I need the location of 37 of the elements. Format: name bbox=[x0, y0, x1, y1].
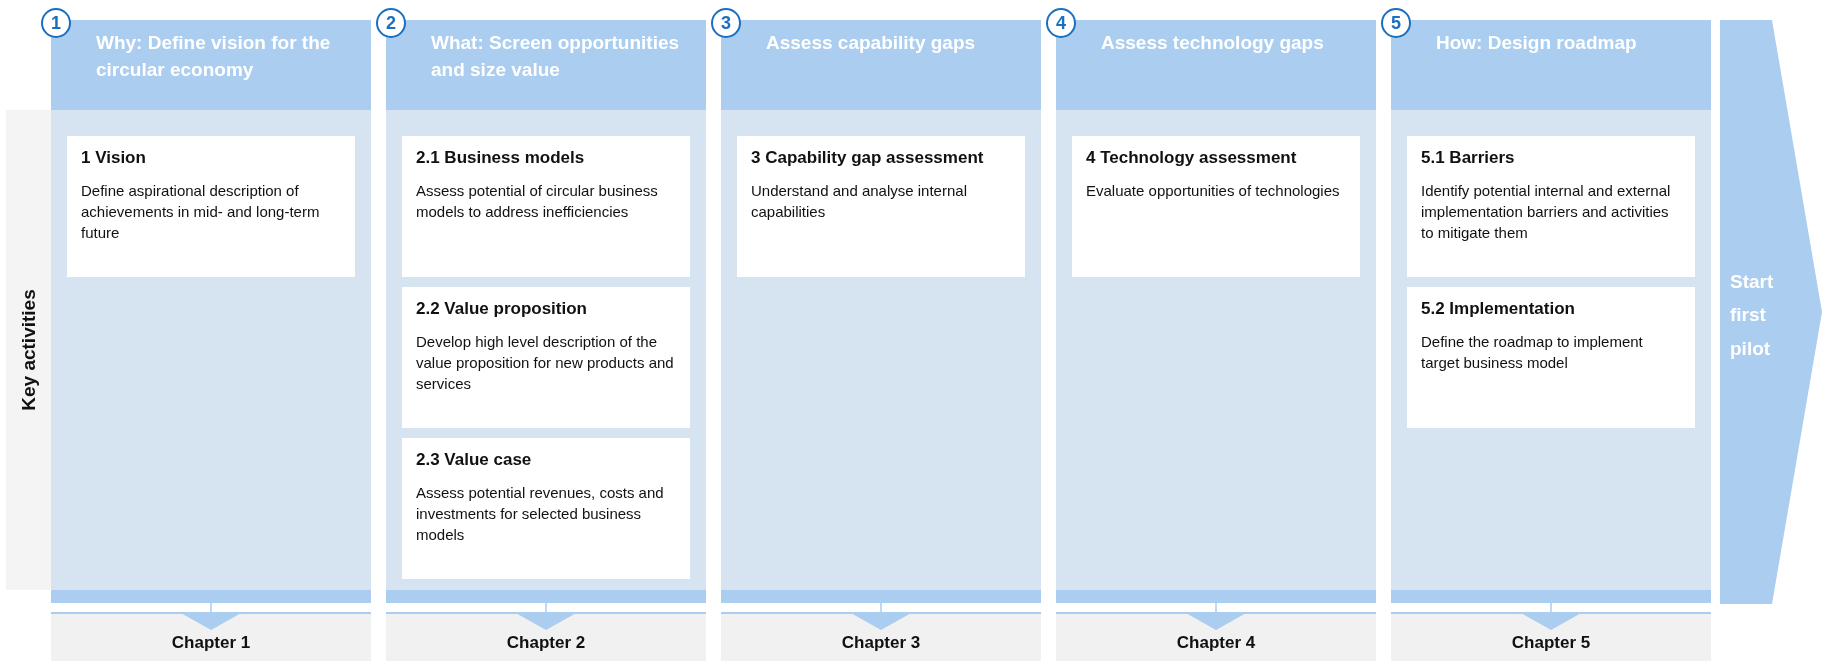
side-label: Key activities bbox=[17, 289, 40, 411]
step-number: 4 bbox=[1046, 8, 1076, 38]
step-number: 1 bbox=[41, 8, 71, 38]
step-number: 5 bbox=[1381, 8, 1411, 38]
card-description: Assess potential revenues, costs and investments for selected business models bbox=[416, 483, 665, 545]
chapter-label: Chapter 4 bbox=[1056, 612, 1376, 661]
card-description: Understand and analyse internal capabilities bbox=[751, 181, 968, 222]
activity-card bbox=[1407, 136, 1695, 277]
card-description: Develop high level description of the value proposition for new products and services bbox=[416, 332, 675, 394]
card-title: 5.2 Implementation bbox=[1421, 299, 1576, 319]
activity-card bbox=[1072, 136, 1360, 277]
chapter-label: Chapter 2 bbox=[386, 612, 706, 661]
side-band bbox=[6, 110, 51, 590]
card-description: Evaluate opportunities of technologies bbox=[1086, 181, 1341, 201]
card-description: Identify potential internal and external implementation barriers and activities to mitigate them bbox=[1421, 181, 1672, 243]
activity-card bbox=[402, 438, 690, 579]
chapter-label: Chapter 1 bbox=[51, 612, 371, 661]
card-title: 5.1 Barriers bbox=[1421, 148, 1516, 168]
card-title: 2.2 Value proposition bbox=[416, 299, 588, 319]
activity-card bbox=[67, 136, 355, 277]
card-title: 1 Vision bbox=[81, 148, 147, 168]
card-description: Define aspirational description of achievements in mid- and long-term future bbox=[81, 181, 321, 243]
card-title: 4 Technology assessment bbox=[1086, 148, 1298, 168]
card-title: 2.1 Business models bbox=[416, 148, 586, 168]
activity-card bbox=[1407, 287, 1695, 428]
card-description: Assess potential of circular business models to address inefficiencies bbox=[416, 181, 659, 222]
arrow-label: Start first pilot bbox=[1730, 270, 1775, 361]
activity-card bbox=[737, 136, 1025, 277]
step-number: 2 bbox=[376, 8, 406, 38]
activity-card bbox=[402, 287, 690, 428]
chapter-label: Chapter 5 bbox=[1391, 612, 1711, 661]
step-number: 3 bbox=[711, 8, 741, 38]
chapter-label: Chapter 3 bbox=[721, 612, 1041, 661]
card-title: 2.3 Value case bbox=[416, 450, 533, 470]
activity-card bbox=[402, 136, 690, 277]
card-title: 3 Capability gap assessment bbox=[751, 148, 985, 168]
card-description: Define the roadmap to implement target business model bbox=[1421, 332, 1644, 373]
